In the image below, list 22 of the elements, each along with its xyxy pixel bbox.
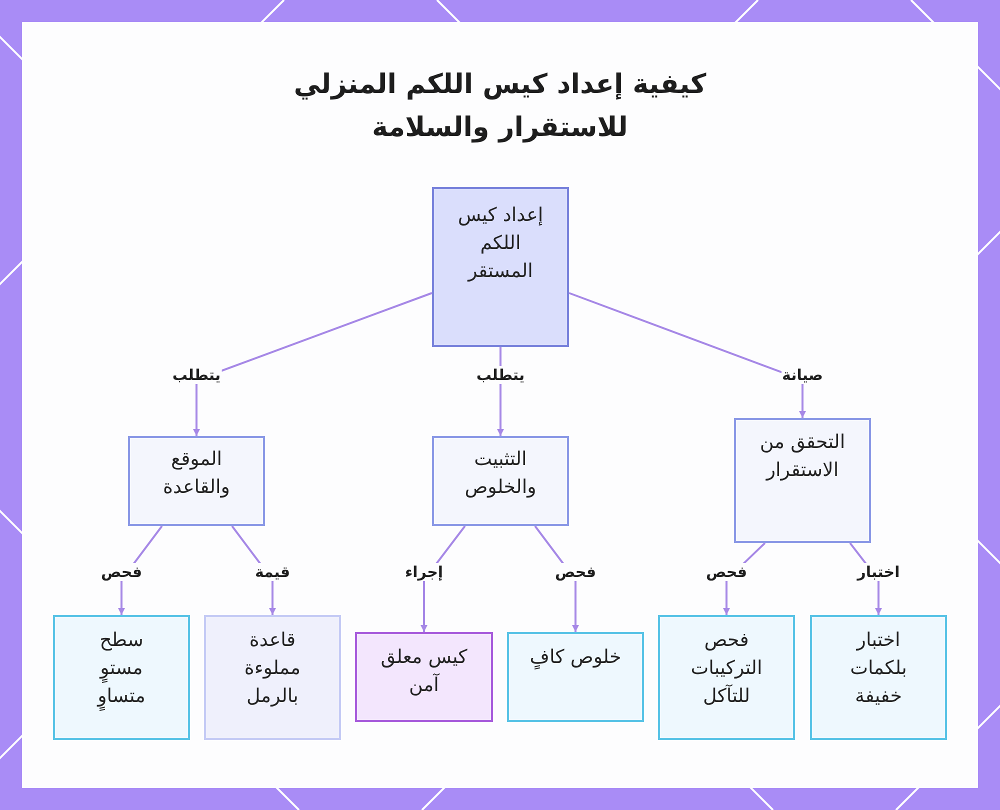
edge-label: صيانة bbox=[781, 366, 824, 384]
detail-box: فحص التركيبات للتآكل bbox=[658, 615, 795, 740]
edge-label: فحص bbox=[554, 563, 598, 581]
category-box: التثبيت والخلوص bbox=[432, 436, 569, 526]
edge-label: فحص bbox=[704, 563, 748, 581]
title: كيفية إعداد كيس اللكم المنزلي للاستقرار والسلامة bbox=[292, 68, 708, 145]
category-box: الموقع والقاعدة bbox=[128, 436, 265, 526]
edge-label: قيمة bbox=[254, 563, 292, 581]
detail-box: خلوص كافٍ bbox=[507, 632, 644, 722]
edge-label: يتطلب bbox=[171, 366, 222, 384]
edge-label: اختبار bbox=[856, 563, 901, 581]
topic-box: إعداد كيس اللكم المستقر bbox=[432, 187, 569, 347]
edge-label: يتطلب bbox=[475, 366, 526, 384]
edge-label: إجراء bbox=[404, 563, 444, 581]
detail-box: قاعدة مملوءة بالرمل bbox=[204, 615, 341, 740]
detail-box: سطح مستوٍ متساوٍ bbox=[53, 615, 190, 740]
detail-box: اختبار بلكمات خفيفة bbox=[810, 615, 947, 740]
detail-box: كيس معلق آمن bbox=[355, 632, 493, 722]
connector-arrow bbox=[193, 292, 432, 436]
connector-arrow bbox=[568, 292, 806, 418]
category-box: التحقق من الاستقرار bbox=[734, 418, 871, 543]
edge-label: فحص bbox=[100, 563, 144, 581]
